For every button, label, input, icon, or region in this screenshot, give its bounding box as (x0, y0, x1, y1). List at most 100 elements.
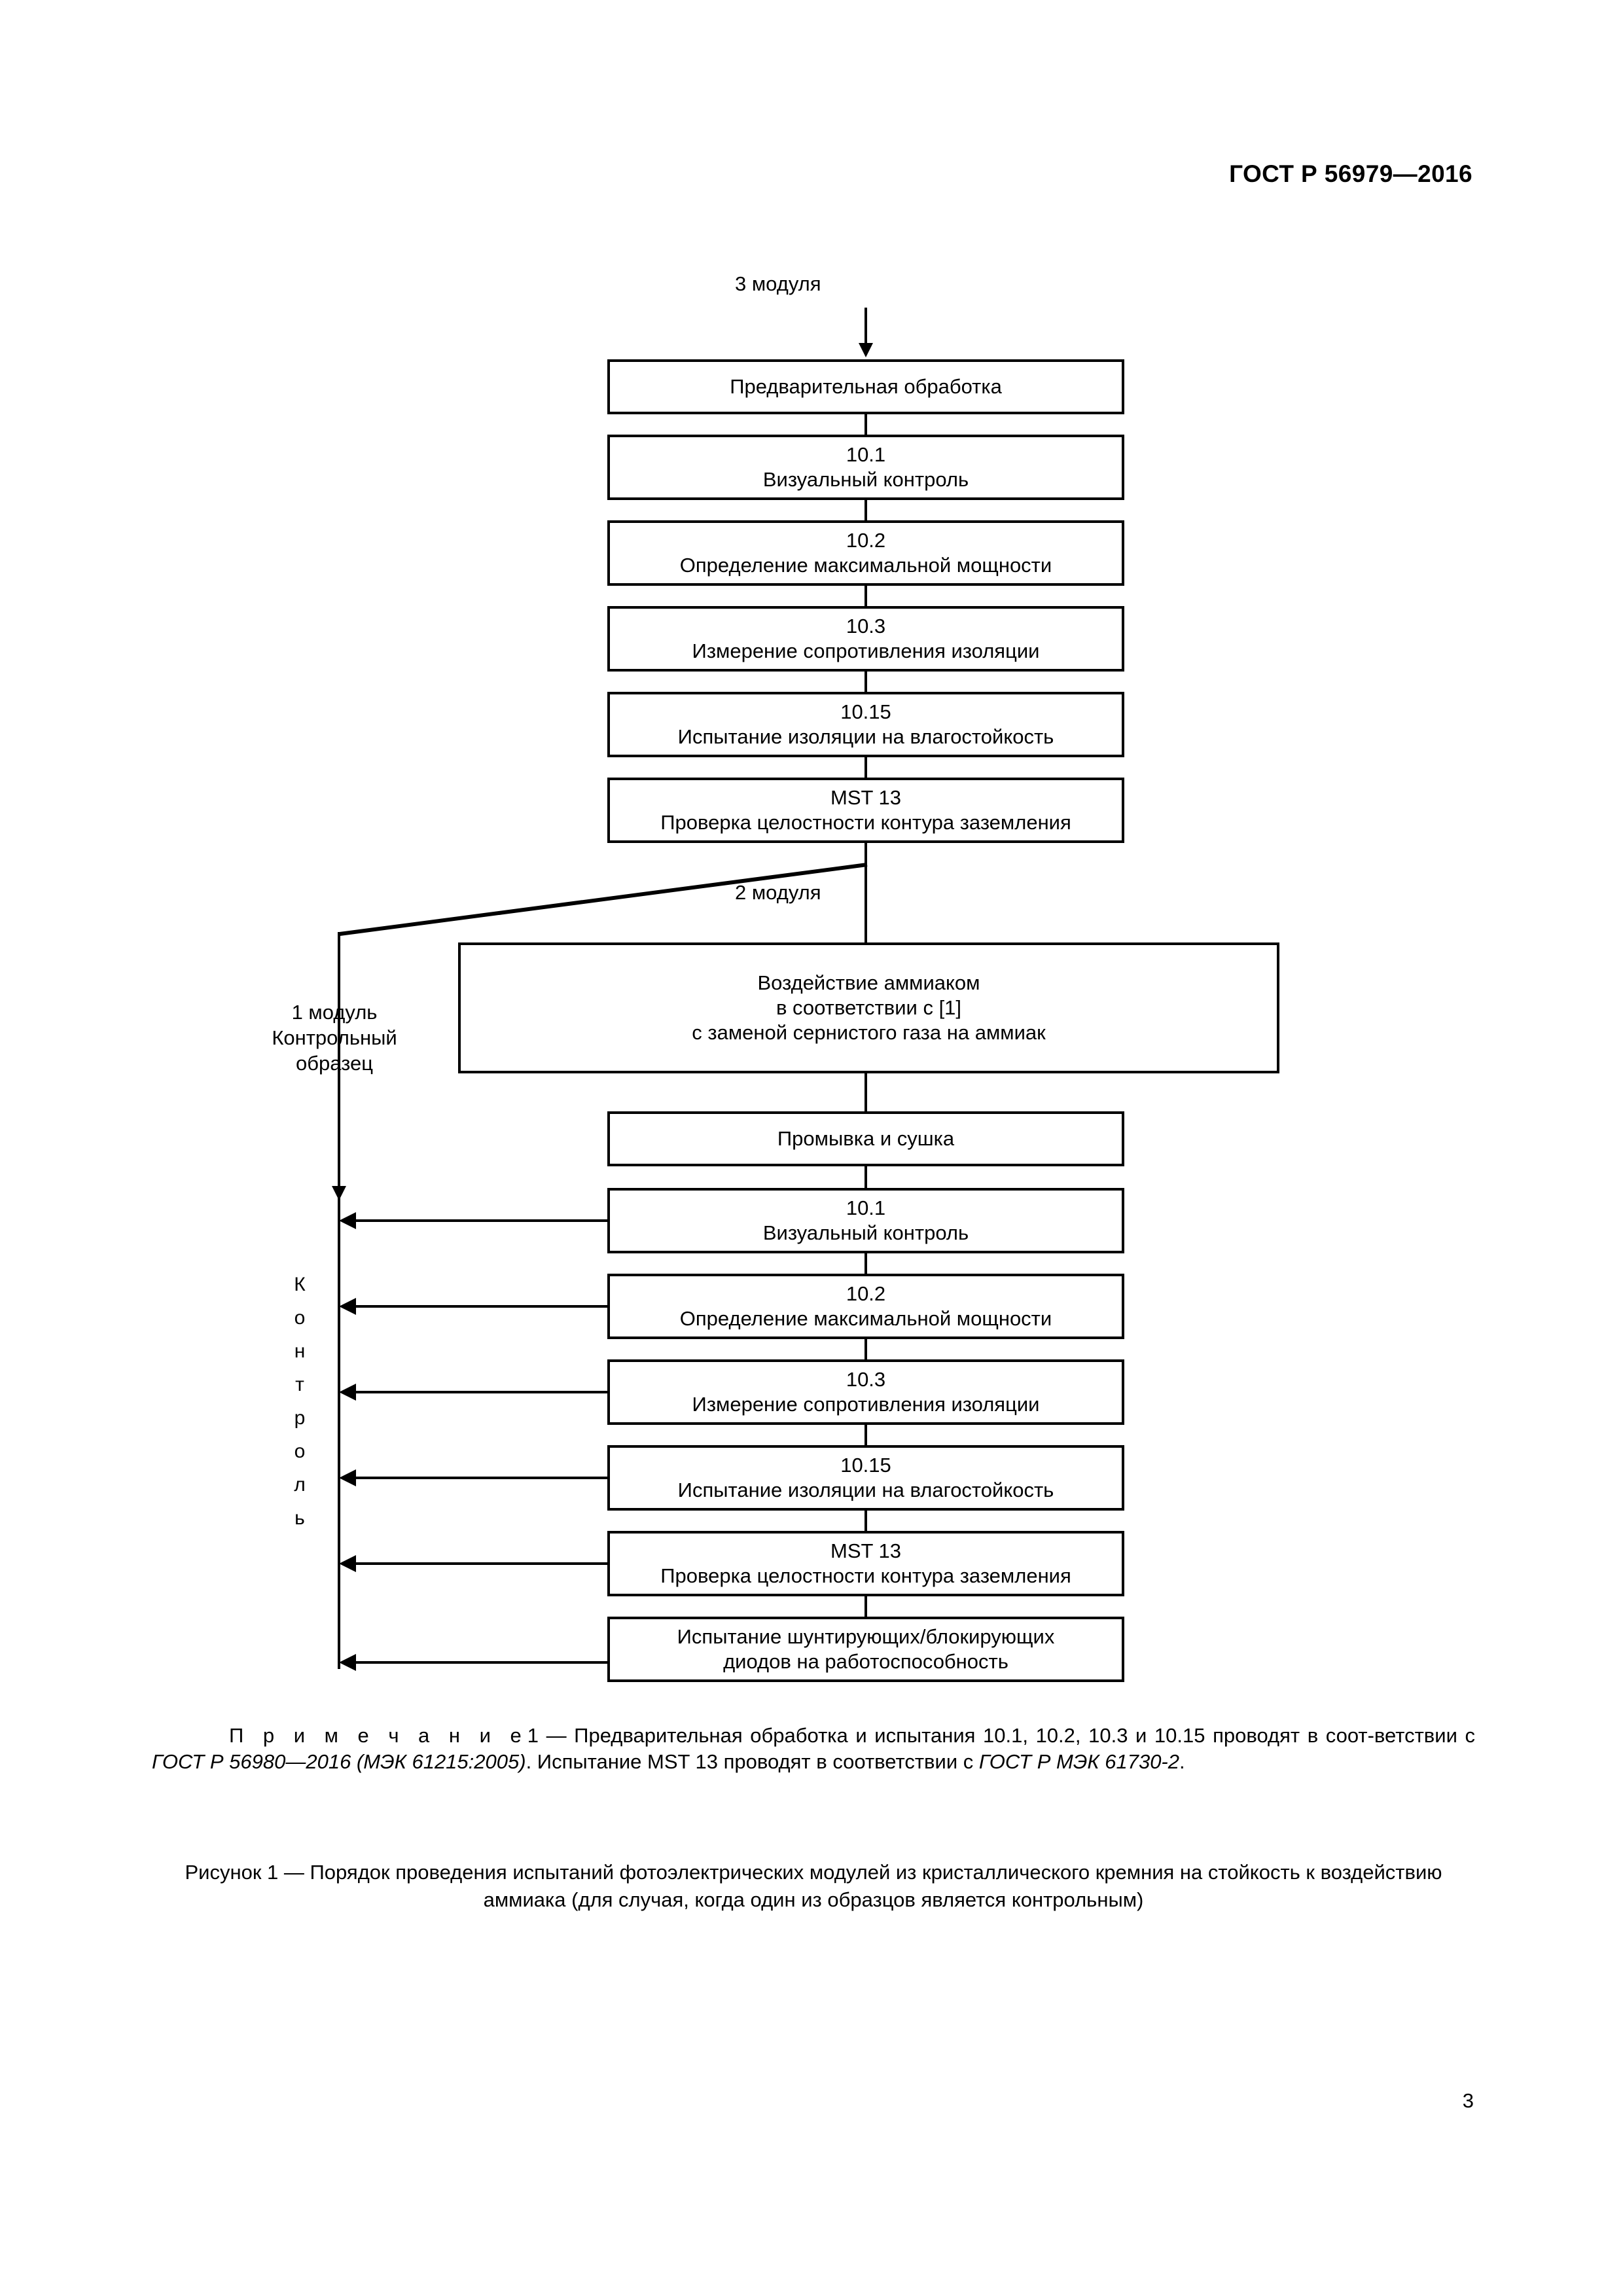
connector-insulation1-to-wet1 (865, 672, 867, 693)
box-visual-inspection-2-title: Визуальный контроль (762, 1221, 969, 1244)
control-axis-line (338, 1194, 340, 1669)
figure-caption-dash: — (283, 1861, 304, 1884)
control-sample-label-line3: образец (296, 1051, 373, 1075)
box-ground-continuity-1-code: MST 13 (830, 786, 901, 810)
box-max-power-2-code: 10.2 (846, 1282, 886, 1306)
control-sample-label: 1 модуль Контрольный образец (207, 1000, 462, 1076)
box-wet-leakage-2-title: Испытание изоляции на влагостойкость (677, 1479, 1054, 1501)
box-wash-and-dry-title: Промывка и сушка (777, 1127, 955, 1151)
control-axis-letter: т (295, 1374, 304, 1395)
feedback-line-diodes (353, 1661, 609, 1664)
feedback-arrow-power2-icon (339, 1298, 356, 1315)
control-axis-letter: о (294, 1441, 306, 1462)
box-ground-continuity-2-title: Проверка целостности контура заземления (660, 1564, 1071, 1587)
feedback-line-insulation2 (353, 1391, 609, 1393)
figure-1-flowchart: 3 модуля Предварительная обработка 10.1 … (207, 272, 1279, 1682)
connector-ground2-to-diodes (865, 1596, 867, 1618)
box-max-power-1-code: 10.2 (846, 529, 886, 552)
box-wet-leakage-1-code: 10.15 (840, 700, 891, 724)
box-insulation-resistance-1: 10.3 Измерение сопротивления изоляции (607, 606, 1124, 672)
control-axis-letter: н (294, 1340, 306, 1362)
connector-wash-to-visual2 (865, 1166, 867, 1188)
box-insulation-resistance-2: 10.3 Измерение сопротивления изоляции (607, 1359, 1124, 1425)
box-visual-inspection-1: 10.1 Визуальный контроль (607, 435, 1124, 500)
branch-two-modules-label: 2 модуля (735, 881, 821, 904)
box-pretreatment: Предварительная обработка (607, 359, 1124, 414)
note-text-a: Предварительная обработка и испытания 10… (574, 1724, 1475, 1747)
control-sample-arrow-icon (332, 1186, 346, 1200)
box-insulation-resistance-2-code: 10.3 (846, 1368, 886, 1391)
feedback-arrow-wet2-icon (339, 1469, 356, 1486)
note-reference-b: ГОСТ Р МЭК 61730-2 (978, 1750, 1179, 1774)
box-wash-and-dry: Промывка и сушка (607, 1111, 1124, 1166)
box-ammonia-exposure-line3: с заменой сернистого газа на аммиак (692, 1020, 1046, 1044)
connector-ground1-to-ammonia (865, 843, 867, 942)
control-axis-letter: л (294, 1474, 306, 1496)
entry-count-label: 3 модуля (735, 272, 821, 295)
connector-pretreatment-to-visual1 (865, 414, 867, 436)
control-axis-letter: о (294, 1307, 306, 1329)
box-bypass-diode-test-line1: Испытание шунтирующих/блокирующих (677, 1625, 1055, 1649)
box-pretreatment-title: Предварительная обработка (730, 375, 1002, 399)
box-wet-leakage-1-title: Испытание изоляции на влагостойкость (677, 725, 1054, 748)
box-insulation-resistance-1-code: 10.3 (846, 615, 886, 638)
connector-wet2-to-ground2 (865, 1511, 867, 1532)
box-visual-inspection-2-code: 10.1 (846, 1196, 886, 1220)
box-ground-continuity-1-title: Проверка целостности контура заземления (660, 811, 1071, 834)
feedback-arrow-ground2-icon (339, 1555, 356, 1572)
control-sample-label-line2: Контрольный (272, 1026, 397, 1049)
connector-power1-to-insulation1 (865, 586, 867, 607)
note-dash: — (546, 1724, 567, 1747)
box-visual-inspection-1-code: 10.1 (846, 443, 886, 467)
note-text-b: . Испытание MST 13 проводят в соответств… (526, 1750, 979, 1774)
feedback-arrow-insulation2-icon (339, 1384, 356, 1401)
entry-connector-line (865, 308, 867, 347)
note-reference-a: ГОСТ Р 56980—2016 (МЭК 61215:2005) (152, 1750, 526, 1774)
note-text-c: . (1179, 1750, 1185, 1774)
box-ammonia-exposure-line1: Воздействие аммиаком (757, 971, 980, 995)
box-insulation-resistance-1-title: Измерение сопротивления изоляции (692, 639, 1040, 662)
box-wet-leakage-2-code: 10.15 (840, 1454, 891, 1477)
connector-visual2-to-power2 (865, 1253, 867, 1275)
control-axis-letter: р (294, 1407, 306, 1429)
box-visual-inspection-2: 10.1 Визуальный контроль (607, 1188, 1124, 1253)
control-axis-label: К о н т р о л ь (279, 1275, 321, 1542)
box-ammonia-exposure: Воздействие аммиаком в соответствии с [1… (458, 942, 1279, 1073)
box-bypass-diode-test: Испытание шунтирующих/блокирующих диодов… (607, 1617, 1124, 1682)
note-number: 1 (527, 1724, 539, 1747)
box-wet-leakage-2: 10.15 Испытание изоляции на влагостойкос… (607, 1445, 1124, 1511)
box-ground-continuity-2: MST 13 Проверка целостности контура зазе… (607, 1531, 1124, 1596)
box-visual-inspection-1-title: Визуальный контроль (762, 468, 969, 491)
box-bypass-diode-test-line2: диодов на работоспособность (723, 1650, 1008, 1673)
connector-wet1-to-ground1 (865, 757, 867, 779)
feedback-line-wet2 (353, 1477, 609, 1479)
branch-diagonal-to-control-sample (338, 863, 869, 936)
control-sample-line (338, 932, 340, 1194)
control-axis-letter: ь (294, 1507, 305, 1529)
connector-visual1-to-power1 (865, 500, 867, 522)
entry-arrow-icon (859, 343, 873, 357)
box-ground-continuity-2-code: MST 13 (830, 1539, 901, 1563)
connector-ammonia-to-wash (865, 1073, 867, 1111)
feedback-line-ground2 (353, 1562, 609, 1565)
box-ground-continuity-1: MST 13 Проверка целостности контура зазе… (607, 778, 1124, 843)
connector-insulation2-to-wet2 (865, 1425, 867, 1446)
box-max-power-2: 10.2 Определение максимальной мощности (607, 1274, 1124, 1339)
note-label: П р и м е ч а н и е (229, 1724, 527, 1747)
feedback-line-visual2 (353, 1219, 609, 1222)
box-max-power-1-title: Определение максимальной мощности (679, 554, 1052, 577)
box-insulation-resistance-2-title: Измерение сопротивления изоляции (692, 1393, 1040, 1416)
connector-power2-to-insulation2 (865, 1339, 867, 1361)
page-title: ГОСТ Р 56979—2016 (1229, 160, 1472, 187)
box-max-power-1: 10.2 Определение максимальной мощности (607, 520, 1124, 586)
figure-caption-text: Порядок проведения испытаний фотоэлектри… (310, 1861, 1442, 1911)
page-number: 3 (1462, 2089, 1474, 2112)
box-wet-leakage-1: 10.15 Испытание изоляции на влагостойкос… (607, 692, 1124, 757)
control-axis-letter: К (294, 1274, 306, 1295)
feedback-line-power2 (353, 1305, 609, 1308)
figure-caption: Рисунок 1 — Порядок проведения испытаний… (152, 1859, 1475, 1913)
control-sample-label-line1: 1 модуль (291, 1001, 378, 1024)
feedback-arrow-visual2-icon (339, 1212, 356, 1229)
feedback-arrow-diodes-icon (339, 1654, 356, 1671)
box-max-power-2-title: Определение максимальной мощности (679, 1307, 1052, 1330)
